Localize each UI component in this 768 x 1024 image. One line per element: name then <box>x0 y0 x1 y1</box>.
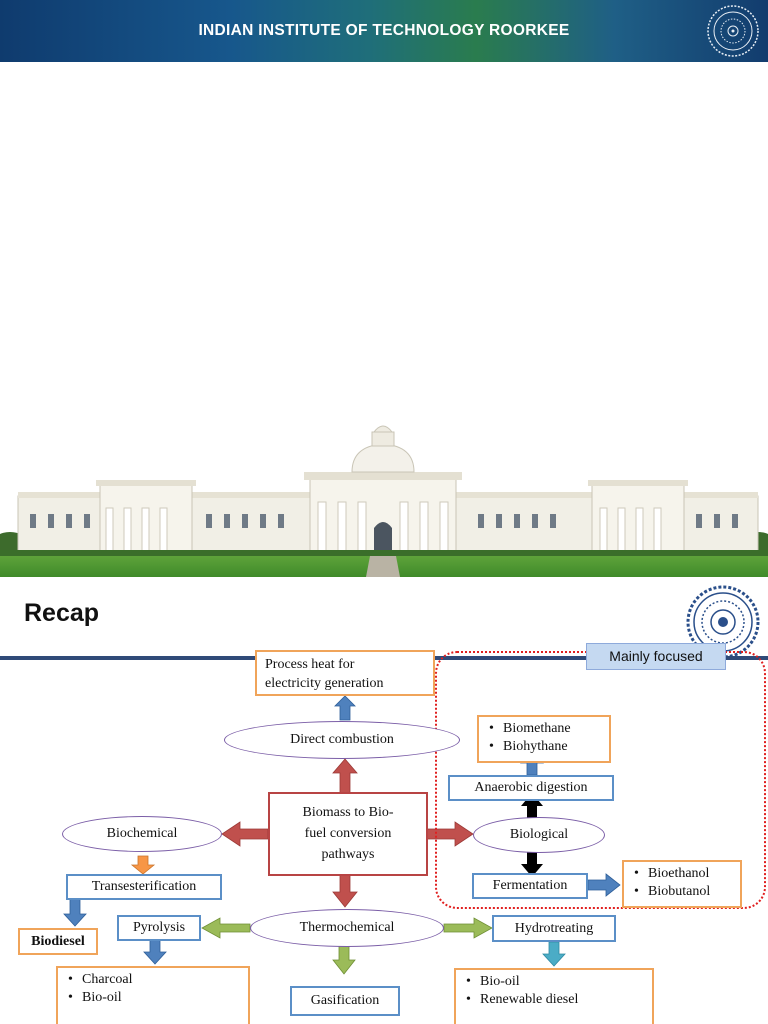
anaerobic-digestion-box: Anaerobic digestion <box>448 775 614 801</box>
arrow-to-fermentation <box>521 851 543 877</box>
direct-combustion-node: Direct combustion <box>224 721 460 759</box>
arrow-to-alcohol-products <box>587 873 621 897</box>
product-renewable-diesel: Renewable diesel <box>462 991 646 1009</box>
institute-title: INDIAN INSTITUTE OF TECHNOLOGY ROORKEE <box>198 22 570 39</box>
slide-title: Recap <box>24 599 100 627</box>
pyrolysis-box: Pyrolysis <box>117 915 201 941</box>
pyrolysis-products-list: Charcoal Bio-oil <box>64 971 242 1007</box>
process-heat-line-1: Process heat for <box>265 657 355 672</box>
alcohol-products-list: Bioethanol Biobutanol <box>630 865 734 901</box>
arrow-to-pyrolysis <box>201 917 251 939</box>
recap-slide: Recap <box>0 577 768 1024</box>
focus-label: Mainly focused <box>586 643 726 670</box>
title-slide: INDIAN INSTITUTE OF TECHNOLOGY ROORKEE <box>0 0 768 577</box>
arrow-to-pyrolysis-products <box>143 939 167 965</box>
biological-node: Biological <box>473 817 605 853</box>
arrow-to-biodiesel <box>63 897 87 927</box>
arrow-to-hydrotreating <box>443 917 493 939</box>
fermentation-box: Fermentation <box>472 873 588 899</box>
arrow-to-biological <box>426 821 474 847</box>
product-charcoal: Charcoal <box>64 971 242 989</box>
alcohol-products-box: Bioethanol Biobutanol <box>622 860 742 908</box>
process-heat-box: Process heat for electricity generation <box>255 650 435 696</box>
center-line-2: fuel conversion <box>304 826 392 841</box>
arrow-to-process-heat <box>334 695 356 721</box>
product-biobutanol: Biobutanol <box>630 883 734 901</box>
gasification-box: Gasification <box>290 986 400 1016</box>
thermochemical-node: Thermochemical <box>250 909 444 947</box>
iit-roorkee-seal-icon <box>707 5 759 57</box>
arrow-to-biochemical <box>221 821 269 847</box>
hydrotreating-products-box: Bio-oil Renewable diesel <box>454 968 654 1024</box>
process-heat-line-2: electricity generation <box>265 676 384 691</box>
transesterification-box: Transesterification <box>66 874 222 900</box>
arrow-to-direct-combustion <box>332 758 358 794</box>
product-bio-oil: Bio-oil <box>64 989 242 1007</box>
product-biohythane: Biohythane <box>485 738 603 756</box>
biogas-products-list: Biomethane Biohythane <box>485 720 603 756</box>
biofuel-pathways-diagram: Mainly focused Process heat for electric… <box>0 643 768 1024</box>
product-biomethane: Biomethane <box>485 720 603 738</box>
biochemical-node: Biochemical <box>62 816 222 852</box>
hydrotreating-box: Hydrotreating <box>492 915 616 942</box>
hydrotreating-products-list: Bio-oil Renewable diesel <box>462 973 646 1009</box>
iit-roorkee-seal-icon <box>686 585 760 659</box>
pyrolysis-products-box: Charcoal Bio-oil <box>56 966 250 1024</box>
product-bioethanol: Bioethanol <box>630 865 734 883</box>
center-line-3: pathways <box>321 847 375 862</box>
center-node: Biomass to Bio- fuel conversion pathways <box>268 792 428 876</box>
arrow-to-thermochemical <box>332 873 358 908</box>
product-bio-oil: Bio-oil <box>462 973 646 991</box>
main-building-photo <box>0 416 768 577</box>
arrow-to-anaerobic-digestion <box>521 793 543 818</box>
biodiesel-box: Biodiesel <box>18 928 98 955</box>
center-line-1: Biomass to Bio- <box>302 805 394 820</box>
arrow-to-transesterification <box>130 855 156 875</box>
arrow-to-gasification <box>332 945 356 975</box>
arrow-to-hydrotreating-products <box>542 941 566 967</box>
biogas-products-box: Biomethane Biohythane <box>477 715 611 763</box>
header-banner <box>0 0 768 62</box>
